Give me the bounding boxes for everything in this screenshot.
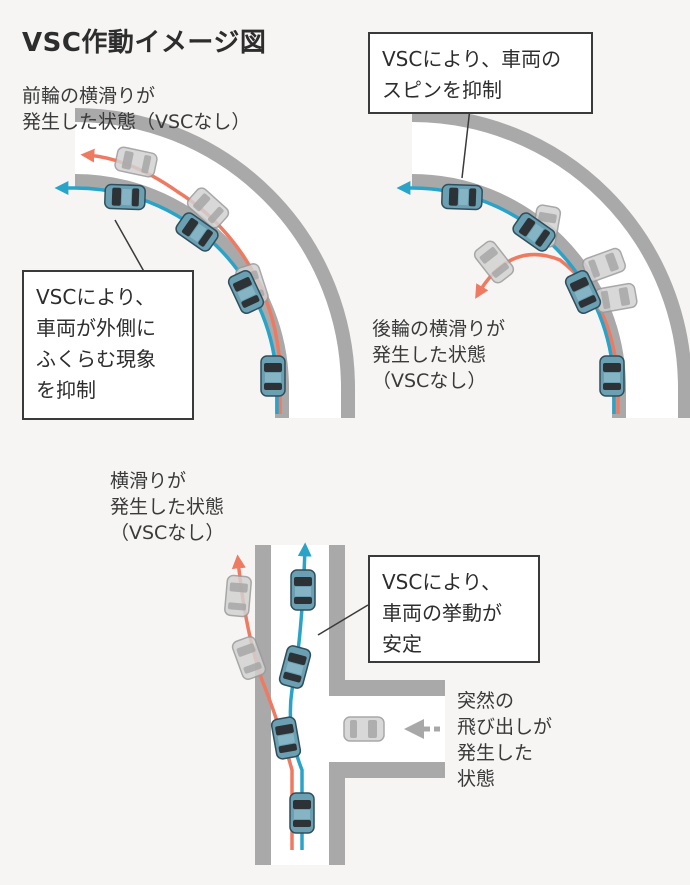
obstacle-car-icon (343, 716, 385, 742)
vsc-spin-callout: VSCにより、車両の スピンを抑制 (368, 32, 593, 114)
vsc-understeer-callout: VSCにより、 車両が外側に ふくらむ現象 を抑制 (22, 270, 194, 420)
diagram-title: VSC作動イメージ図 (22, 28, 267, 58)
car-top-view-icon (103, 183, 147, 211)
sudden-obstacle-label: 突然の 飛び出しが 発生した 状態 (457, 690, 553, 790)
car-top-view-icon (599, 355, 625, 397)
callout-line-right (461, 107, 471, 179)
vsc-stability-callout: VSCにより、 車両の挙動が 安定 (368, 555, 540, 663)
avoid-skid-label: 横滑りが 発生した状態 （VSCなし） (110, 470, 225, 544)
front-skid-label: 前輪の横滑りが 発生した状態（VSCなし） (22, 85, 251, 133)
car-top-view-icon (290, 569, 316, 611)
callout-line-avoid (317, 604, 369, 636)
rear-skid-label: 後輪の横滑りが 発生した状態 （VSCなし） (372, 318, 506, 392)
ghost-car-icon (223, 574, 253, 618)
ghost-car-icon (471, 238, 517, 286)
car-top-view-icon (440, 183, 484, 211)
car-top-view-icon (289, 792, 315, 834)
car-top-view-icon (260, 355, 286, 397)
road-curve-right (411, 108, 690, 418)
